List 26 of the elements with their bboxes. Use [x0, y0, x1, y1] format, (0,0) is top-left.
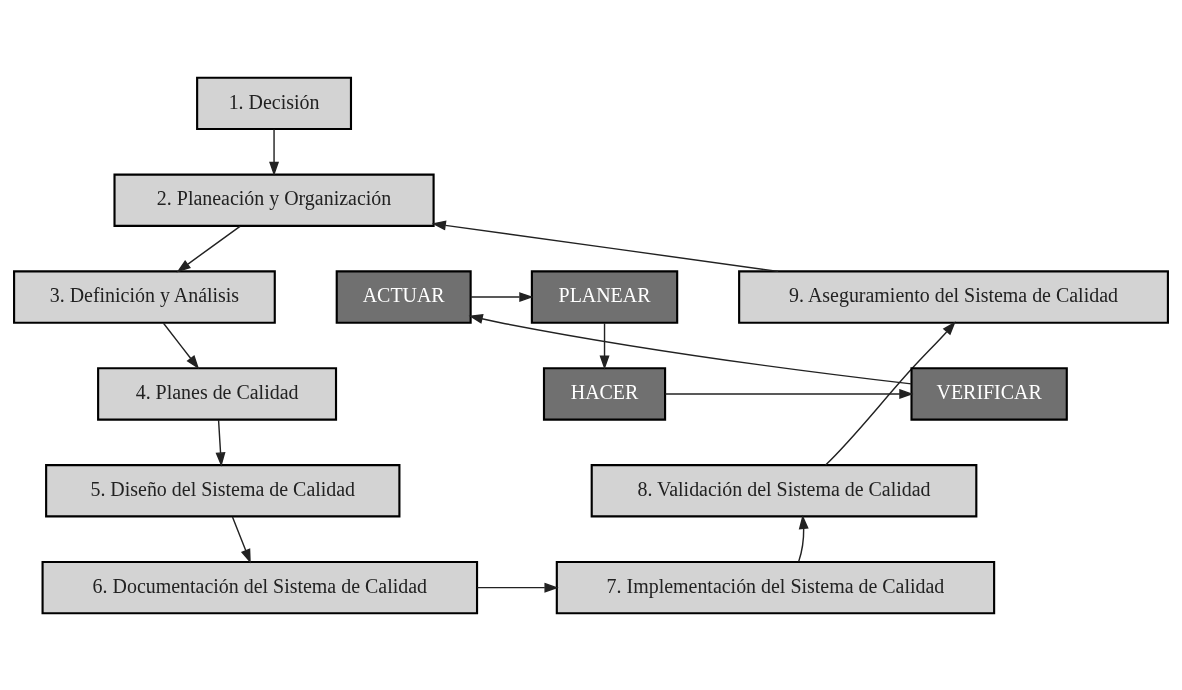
- arrow: [664, 388, 914, 399]
- arrow: [476, 582, 559, 593]
- node-box: 3. Definición y Análisis: [13, 269, 276, 324]
- arrow: [215, 418, 226, 467]
- node-box: 5. Diseño del Sistema de Calidad: [45, 463, 401, 517]
- node-box: 8. Validación del Sistema de Calidad: [590, 463, 978, 517]
- arrow: [231, 515, 251, 563]
- arrow: [269, 128, 280, 176]
- node-box: 6. Documentación del Sistema de Calidad: [41, 560, 479, 614]
- node-box: 4. Planes de Calidad: [97, 366, 338, 421]
- arrow: [798, 514, 809, 562]
- arrow: [162, 322, 200, 369]
- node-box: ACTUAR: [335, 269, 472, 324]
- arrow: [824, 320, 956, 466]
- node-box: 1. Decisión: [196, 76, 353, 130]
- arrow: [431, 219, 779, 272]
- arrow: [176, 225, 241, 272]
- node-box: HACER: [542, 366, 667, 421]
- arrow: [470, 291, 534, 302]
- node-box: 9. Aseguramiento del Sistema de Calidad: [738, 269, 1169, 324]
- node-box: PLANEAR: [530, 269, 679, 324]
- arrow: [599, 322, 610, 370]
- node-box: 2. Planeación y Organización: [113, 173, 435, 227]
- node-box: VERIFICAR: [910, 366, 1068, 421]
- arrow: [468, 313, 912, 385]
- node-box: 7. Implementación del Sistema de Calidad: [555, 560, 996, 614]
